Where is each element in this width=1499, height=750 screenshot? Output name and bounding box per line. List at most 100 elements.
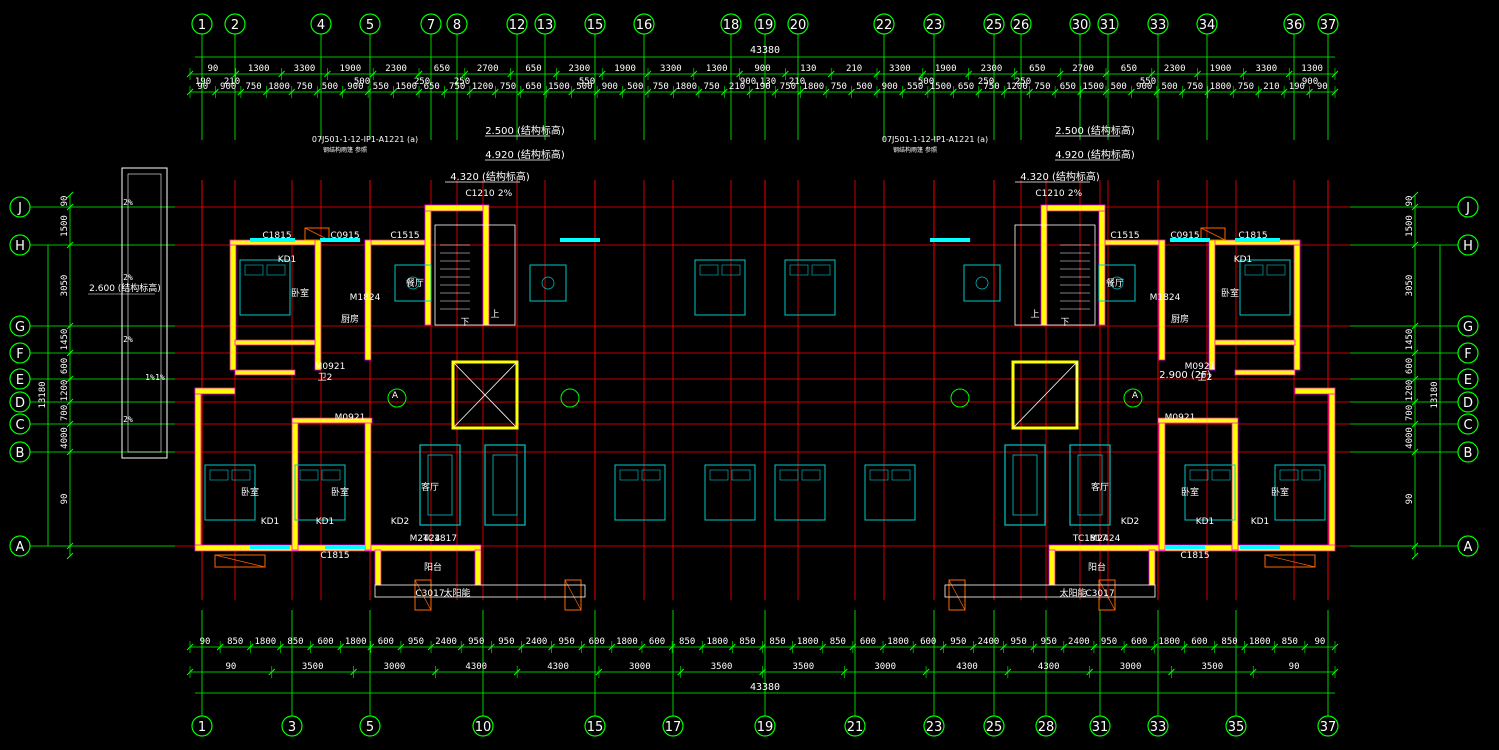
dim-tick (1411, 542, 1419, 550)
axis-number: 22 (876, 18, 893, 33)
slope-label: 1% (145, 373, 155, 382)
wall-segment (1234, 369, 1296, 376)
dim-value: 700 (1405, 405, 1415, 421)
room-label: 客厅 (1091, 481, 1109, 493)
sofa-cushion (492, 454, 518, 516)
axis-number: 33 (1150, 720, 1167, 735)
opening-code: KD1 (278, 255, 297, 265)
dim-value: 1800 (345, 637, 367, 647)
bed (204, 464, 256, 521)
pillow (869, 469, 889, 481)
pillow (1266, 264, 1286, 276)
dim-value: 190 (195, 77, 211, 87)
room-label: 太阳能 (443, 587, 470, 599)
wall-segment (1148, 549, 1156, 586)
dim-value: 1800 (887, 637, 909, 647)
dim-value: 190 (754, 82, 770, 92)
bed (1184, 464, 1236, 521)
bed (294, 464, 346, 521)
ac-unit (564, 579, 582, 611)
dim-value: 1900 (614, 64, 636, 74)
window (1235, 238, 1280, 242)
bed (784, 259, 836, 316)
wall-segment (424, 204, 486, 212)
dim-value: 2300 (1164, 64, 1186, 74)
axis-letter: G (1463, 320, 1473, 335)
bed (1239, 259, 1291, 316)
dim-value: 2300 (568, 64, 590, 74)
wall-segment (1158, 419, 1166, 551)
window-code: C1815 (1180, 551, 1209, 561)
ac-unit (214, 554, 266, 568)
dim-value: 90 (1405, 494, 1415, 505)
room-label: 餐厅 (406, 277, 424, 289)
dim-value: 500 (322, 82, 338, 92)
dim-value: 3500 (793, 662, 815, 672)
pillow (209, 469, 229, 481)
dim-value: 2400 (526, 637, 548, 647)
sofa-cushion (427, 454, 453, 516)
dim-value: 90 (225, 662, 236, 672)
elevation-label: 4.320 (结构标高) (1020, 170, 1100, 183)
dim-value: 210 (1263, 82, 1279, 92)
window (320, 238, 360, 242)
dim-tick (1411, 203, 1419, 211)
axis-number: 21 (847, 720, 864, 735)
pillow (299, 469, 319, 481)
dim-value: 850 (227, 637, 243, 647)
dim-value: 900 (602, 82, 618, 92)
stair-arrow: 下 (460, 318, 469, 328)
dim-value: 600 (589, 637, 605, 647)
dim-value: 650 (525, 82, 541, 92)
dim-value: 1200 (60, 380, 70, 402)
elevation-label: 4.920 (结构标高) (485, 148, 565, 161)
door-code: M0921 (1165, 413, 1196, 423)
window (250, 238, 295, 242)
wall-segment (1048, 544, 1160, 552)
dim-value: 500 (918, 77, 934, 87)
dim-value: 600 (317, 637, 333, 647)
dim-value: 210 (789, 77, 805, 87)
dim-value: 950 (1010, 637, 1026, 647)
pillow (1211, 469, 1231, 481)
axis-number: 37 (1320, 720, 1337, 735)
sofa (419, 444, 461, 526)
dim-tick (66, 398, 74, 406)
axis-number: 2 (231, 18, 239, 33)
dim-value: 2300 (981, 64, 1003, 74)
axis-number: 18 (723, 18, 740, 33)
dim-value: 950 (1101, 637, 1117, 647)
bed (614, 464, 666, 521)
dim-value: 3050 (1405, 275, 1415, 297)
axis-number: 1 (198, 720, 206, 735)
pillow (1301, 469, 1321, 481)
window (560, 238, 600, 242)
elevator-shaft (451, 360, 519, 430)
dim-value: 750 (780, 82, 796, 92)
dim-value: 3300 (660, 64, 682, 74)
elevator-cross (452, 361, 518, 429)
pillow (709, 469, 729, 481)
dim-value: 3050 (60, 275, 70, 297)
dim-value: 950 (1041, 637, 1057, 647)
opening-code: KD1 (1251, 517, 1270, 527)
dim-value: 1800 (616, 637, 638, 647)
dim-value: 850 (769, 637, 785, 647)
axis-number: 19 (757, 720, 774, 735)
door-code: M0921 (335, 413, 366, 423)
table-center (541, 276, 555, 290)
dim-value: 650 (525, 64, 541, 74)
dim-value: 210 (729, 82, 745, 92)
dim-value: 600 (378, 637, 394, 647)
marker-letter: A (392, 391, 399, 401)
dim-value: 750 (831, 82, 847, 92)
pillow (619, 469, 639, 481)
table-center (975, 276, 989, 290)
table-center (1110, 276, 1124, 290)
dim-value: 900 (1136, 82, 1152, 92)
window-code: C1515 (390, 231, 419, 241)
axis-number: 28 (1038, 720, 1055, 735)
dim-tick (66, 420, 74, 428)
pillow (1244, 264, 1264, 276)
dim-value: 4300 (465, 662, 487, 672)
